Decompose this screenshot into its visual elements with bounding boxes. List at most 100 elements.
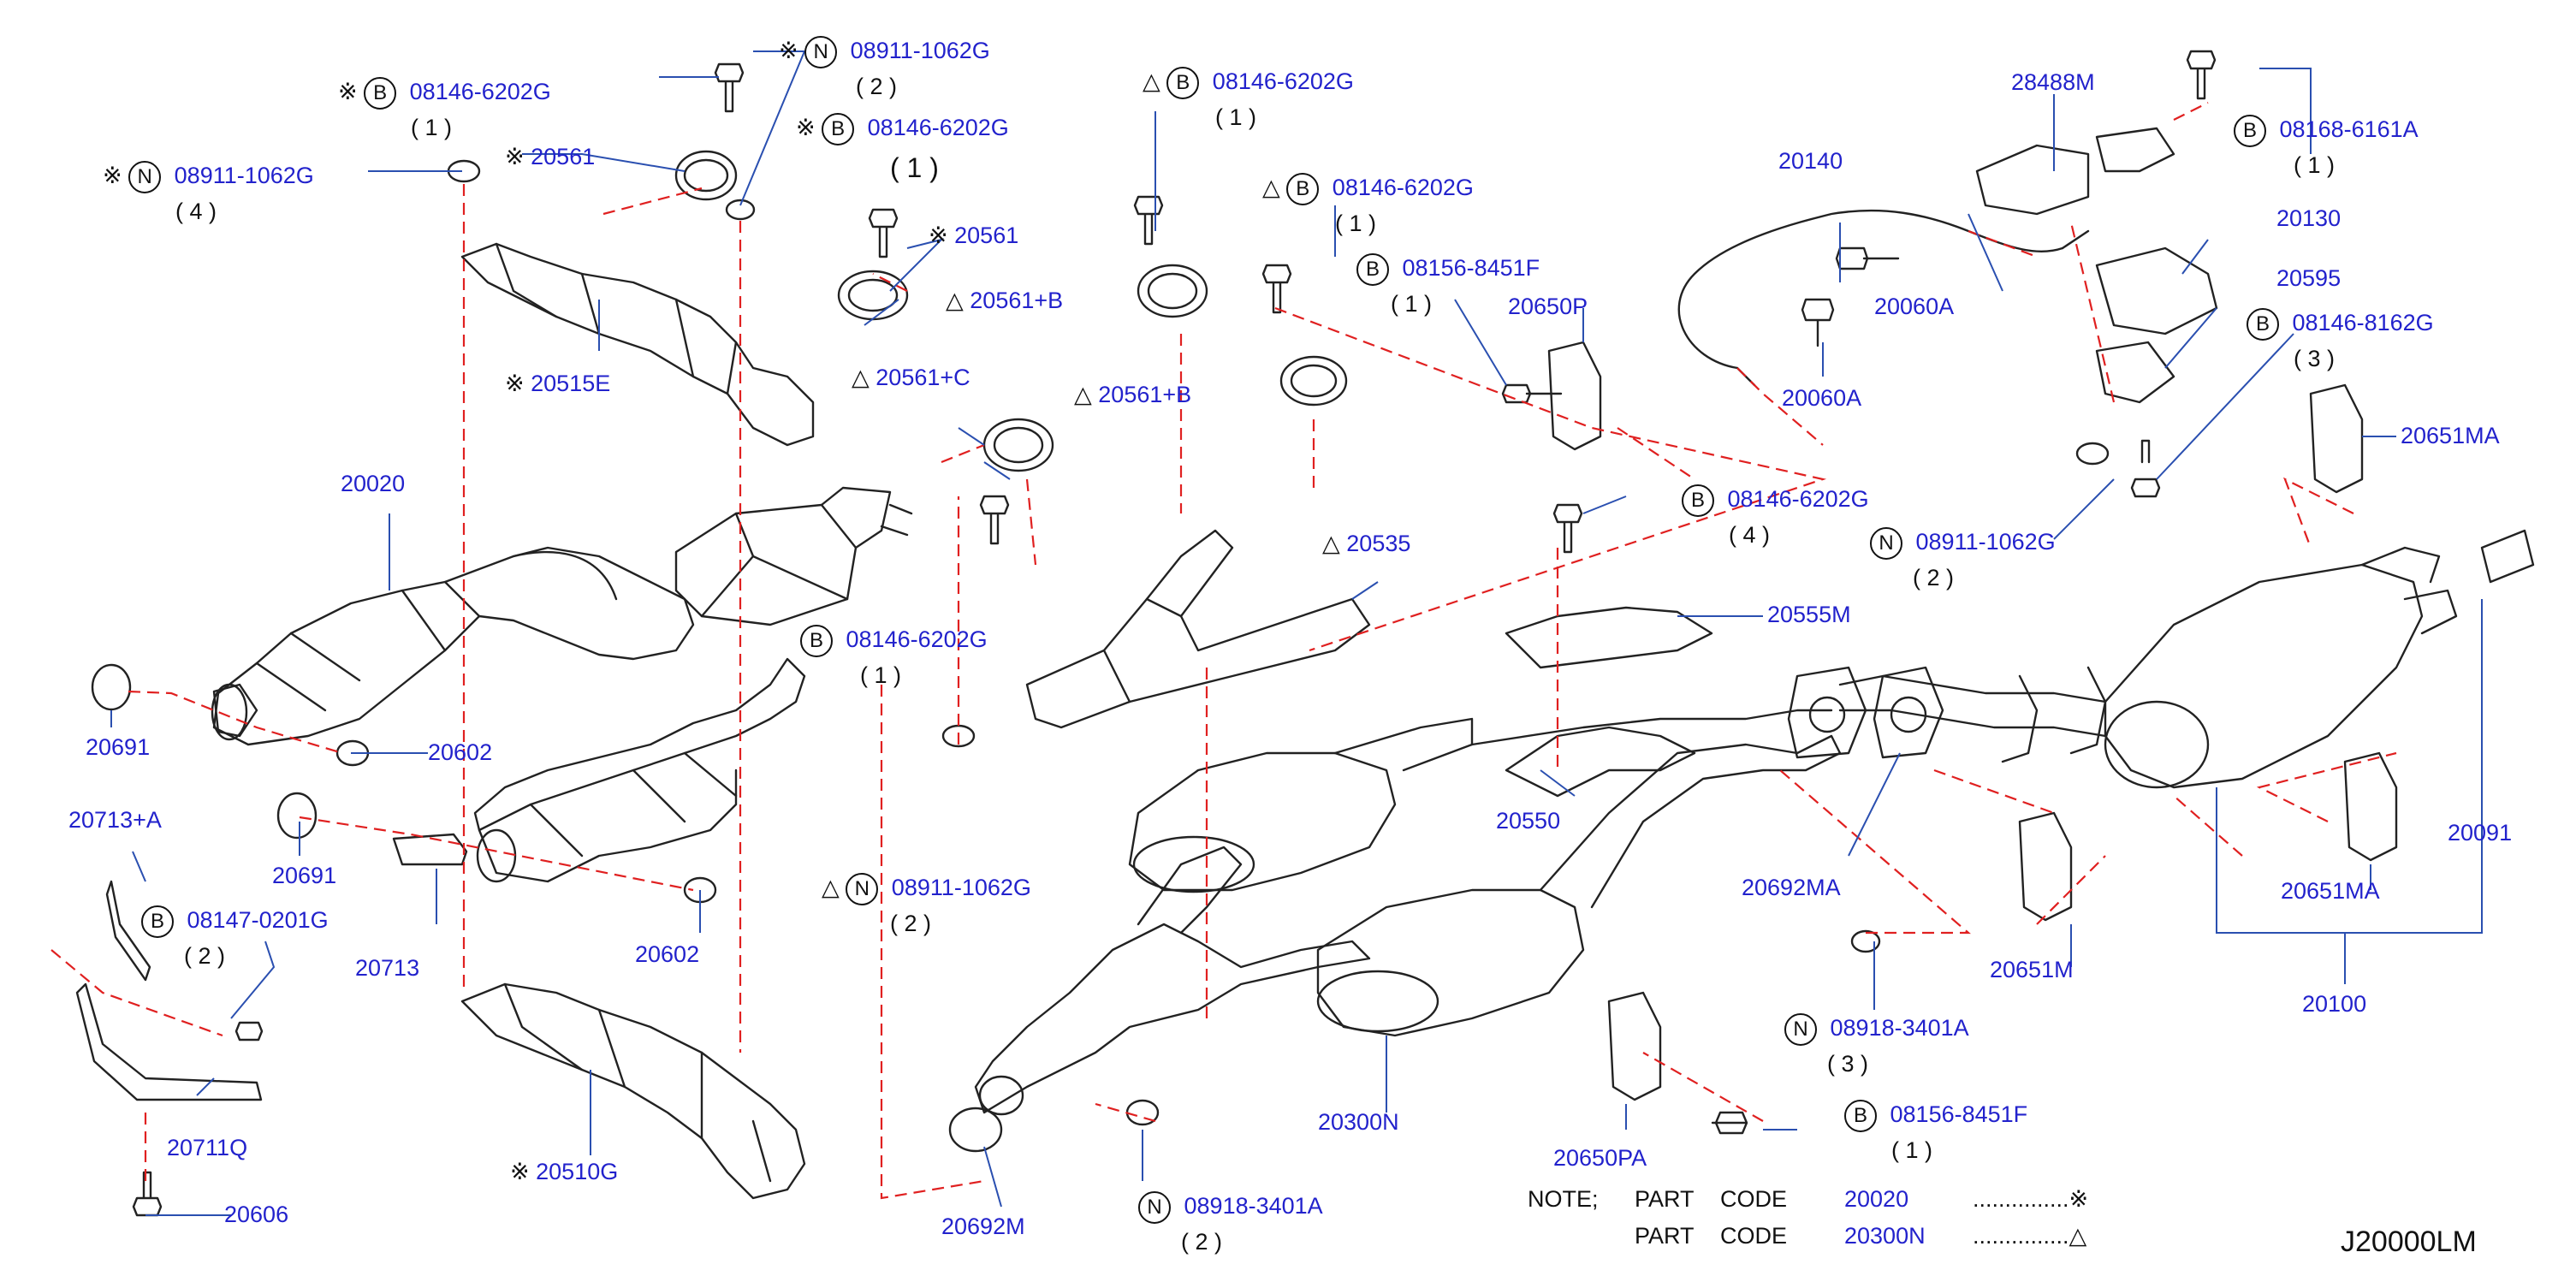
label-n-08911-1062G-b: ※ N 08911-1062G ( 4 ): [103, 161, 314, 223]
label-b-08146-6202G-b: ※ B 08146-6202G ( 1 ): [796, 113, 1009, 181]
label-20711Q: 20711Q: [167, 1136, 247, 1160]
part-number[interactable]: 20711Q: [167, 1135, 248, 1160]
part-number[interactable]: 20020: [341, 471, 406, 496]
part-number[interactable]: 20651MA: [2281, 878, 2380, 904]
marker: ※: [929, 223, 948, 248]
marker: △: [1074, 382, 1092, 407]
quantity: ( 2 ): [1913, 565, 1955, 590]
gaskets: [91, 663, 318, 840]
label-b-08146-6202G-c: △ B 08146-6202G ( 1 ): [1143, 67, 1354, 129]
part-number[interactable]: 20650PA: [1553, 1145, 1647, 1171]
label-b-08146-6202G-d: △ B 08146-6202G ( 1 ): [1262, 173, 1474, 235]
center-pipe-20535: [1025, 529, 1371, 729]
part-number[interactable]: 08146-6202G: [1212, 68, 1354, 95]
marker: ※: [505, 371, 525, 396]
part-number[interactable]: 20561+B: [970, 288, 1064, 313]
part-number[interactable]: 20692M: [941, 1214, 1025, 1239]
part-number[interactable]: 28488M: [2011, 69, 2095, 95]
quantity: ( 1 ): [2294, 152, 2336, 178]
part-number[interactable]: 20561: [954, 223, 1019, 248]
part-number[interactable]: 08911-1062G: [850, 38, 990, 64]
part-number[interactable]: 20650P: [1508, 294, 1588, 319]
note-value[interactable]: 20020: [1844, 1186, 1909, 1212]
part-number[interactable]: 20515E: [531, 371, 611, 396]
marker: ※: [505, 144, 525, 169]
part-number[interactable]: 20130: [2276, 205, 2342, 231]
quantity: ( 1 ): [1891, 1137, 1933, 1163]
leader-lines: [110, 50, 2483, 1216]
marker: △: [852, 365, 870, 390]
part-number[interactable]: 20561+B: [1098, 382, 1192, 407]
note-dots: ...............: [1973, 1223, 2069, 1249]
part-number[interactable]: 08146-6202G: [1332, 175, 1474, 201]
label-20606: 20606: [224, 1203, 288, 1226]
part-number[interactable]: 08918-3401A: [1830, 1015, 1969, 1042]
part-number[interactable]: 08911-1062G: [1915, 529, 2056, 555]
part-number[interactable]: 20713: [355, 955, 420, 981]
part-number[interactable]: 08146-6202G: [867, 115, 1009, 141]
part-number[interactable]: 20561+C: [875, 365, 970, 390]
part-number[interactable]: 20651M: [1990, 957, 2074, 982]
part-number[interactable]: 08911-1062G: [891, 875, 1031, 901]
label-20650PA: 20650PA: [1553, 1147, 1647, 1170]
part-number[interactable]: 20300N: [1318, 1109, 1399, 1135]
marker: △: [1322, 531, 1340, 556]
label-20510G: ※ 20510G: [510, 1160, 618, 1184]
part-number[interactable]: 20561: [531, 144, 596, 169]
part-number[interactable]: 20691: [86, 734, 151, 760]
part-number[interactable]: 20060A: [1874, 294, 1955, 319]
part-number[interactable]: 20602: [635, 941, 700, 967]
part-number[interactable]: 20606: [224, 1202, 289, 1227]
part-number[interactable]: 08147-0201G: [187, 907, 329, 934]
part-number[interactable]: 08146-6202G: [1727, 486, 1869, 513]
label-20561-a: ※ 20561: [505, 145, 595, 169]
part-number[interactable]: 20692MA: [1742, 875, 1841, 900]
label-b-08146-6202G-e: B 08146-6202G ( 1 ): [800, 625, 988, 687]
part-number[interactable]: 08146-6202G: [409, 79, 551, 105]
label-b-08168-6161A: B 08168-6161A ( 1 ): [2234, 115, 2419, 177]
note-value[interactable]: 20300N: [1844, 1223, 1926, 1249]
note-marker: ※: [2069, 1186, 2089, 1212]
part-number[interactable]: 20595: [2276, 265, 2342, 291]
part-number[interactable]: 08911-1062G: [174, 163, 314, 189]
quantity: ( 3 ): [1827, 1051, 1869, 1077]
label-20692MA: 20692MA: [1742, 876, 1841, 899]
part-number[interactable]: 20091: [2448, 820, 2513, 846]
part-number[interactable]: 20100: [2302, 991, 2367, 1017]
flange-gaskets: [1787, 666, 1944, 759]
part-number[interactable]: 08156-8451F: [1890, 1101, 2028, 1128]
b-circle-icon: B: [364, 77, 397, 110]
part-number[interactable]: 20535: [1346, 531, 1411, 556]
part-number[interactable]: 08168-6161A: [2279, 116, 2419, 143]
part-number[interactable]: 20550: [1496, 808, 1561, 834]
part-number[interactable]: 20691: [272, 863, 337, 888]
label-b-08146-6202G-a: ※ B 08146-6202G ( 1 ): [338, 77, 551, 139]
part-number[interactable]: 20713+A: [68, 807, 162, 833]
label-20060A-b: 20060A: [1782, 387, 1861, 410]
label-20713: 20713: [355, 957, 419, 980]
part-number[interactable]: 20602: [428, 739, 493, 765]
label-20515E: ※ 20515E: [505, 372, 610, 395]
part-number[interactable]: 08156-8451F: [1402, 255, 1540, 282]
part-number[interactable]: 08146-8162G: [2292, 310, 2434, 336]
n-circle-icon: N: [1784, 1013, 1817, 1046]
n-circle-icon: N: [1138, 1191, 1171, 1224]
part-number[interactable]: 08918-3401A: [1184, 1193, 1323, 1220]
part-number[interactable]: 20555M: [1767, 602, 1851, 627]
part-number[interactable]: 20651MA: [2401, 423, 2500, 448]
label-20555M: 20555M: [1767, 603, 1851, 626]
diagram-code: J20000LM: [2341, 1225, 2477, 1258]
label-20713-A: 20713+A: [68, 809, 162, 832]
quantity: ( 1 ): [1335, 211, 1377, 236]
part-number[interactable]: 20140: [1778, 148, 1843, 174]
part-number[interactable]: 20510G: [536, 1159, 619, 1184]
note-spacer: [1528, 1223, 1635, 1249]
heat-shields-center: [1505, 606, 1713, 798]
n-circle-icon: N: [846, 873, 879, 905]
label-20100: 20100: [2302, 993, 2366, 1016]
note-dots: ...............: [1973, 1186, 2069, 1212]
part-number[interactable]: 20060A: [1782, 385, 1862, 411]
part-number[interactable]: 08146-6202G: [846, 626, 988, 653]
